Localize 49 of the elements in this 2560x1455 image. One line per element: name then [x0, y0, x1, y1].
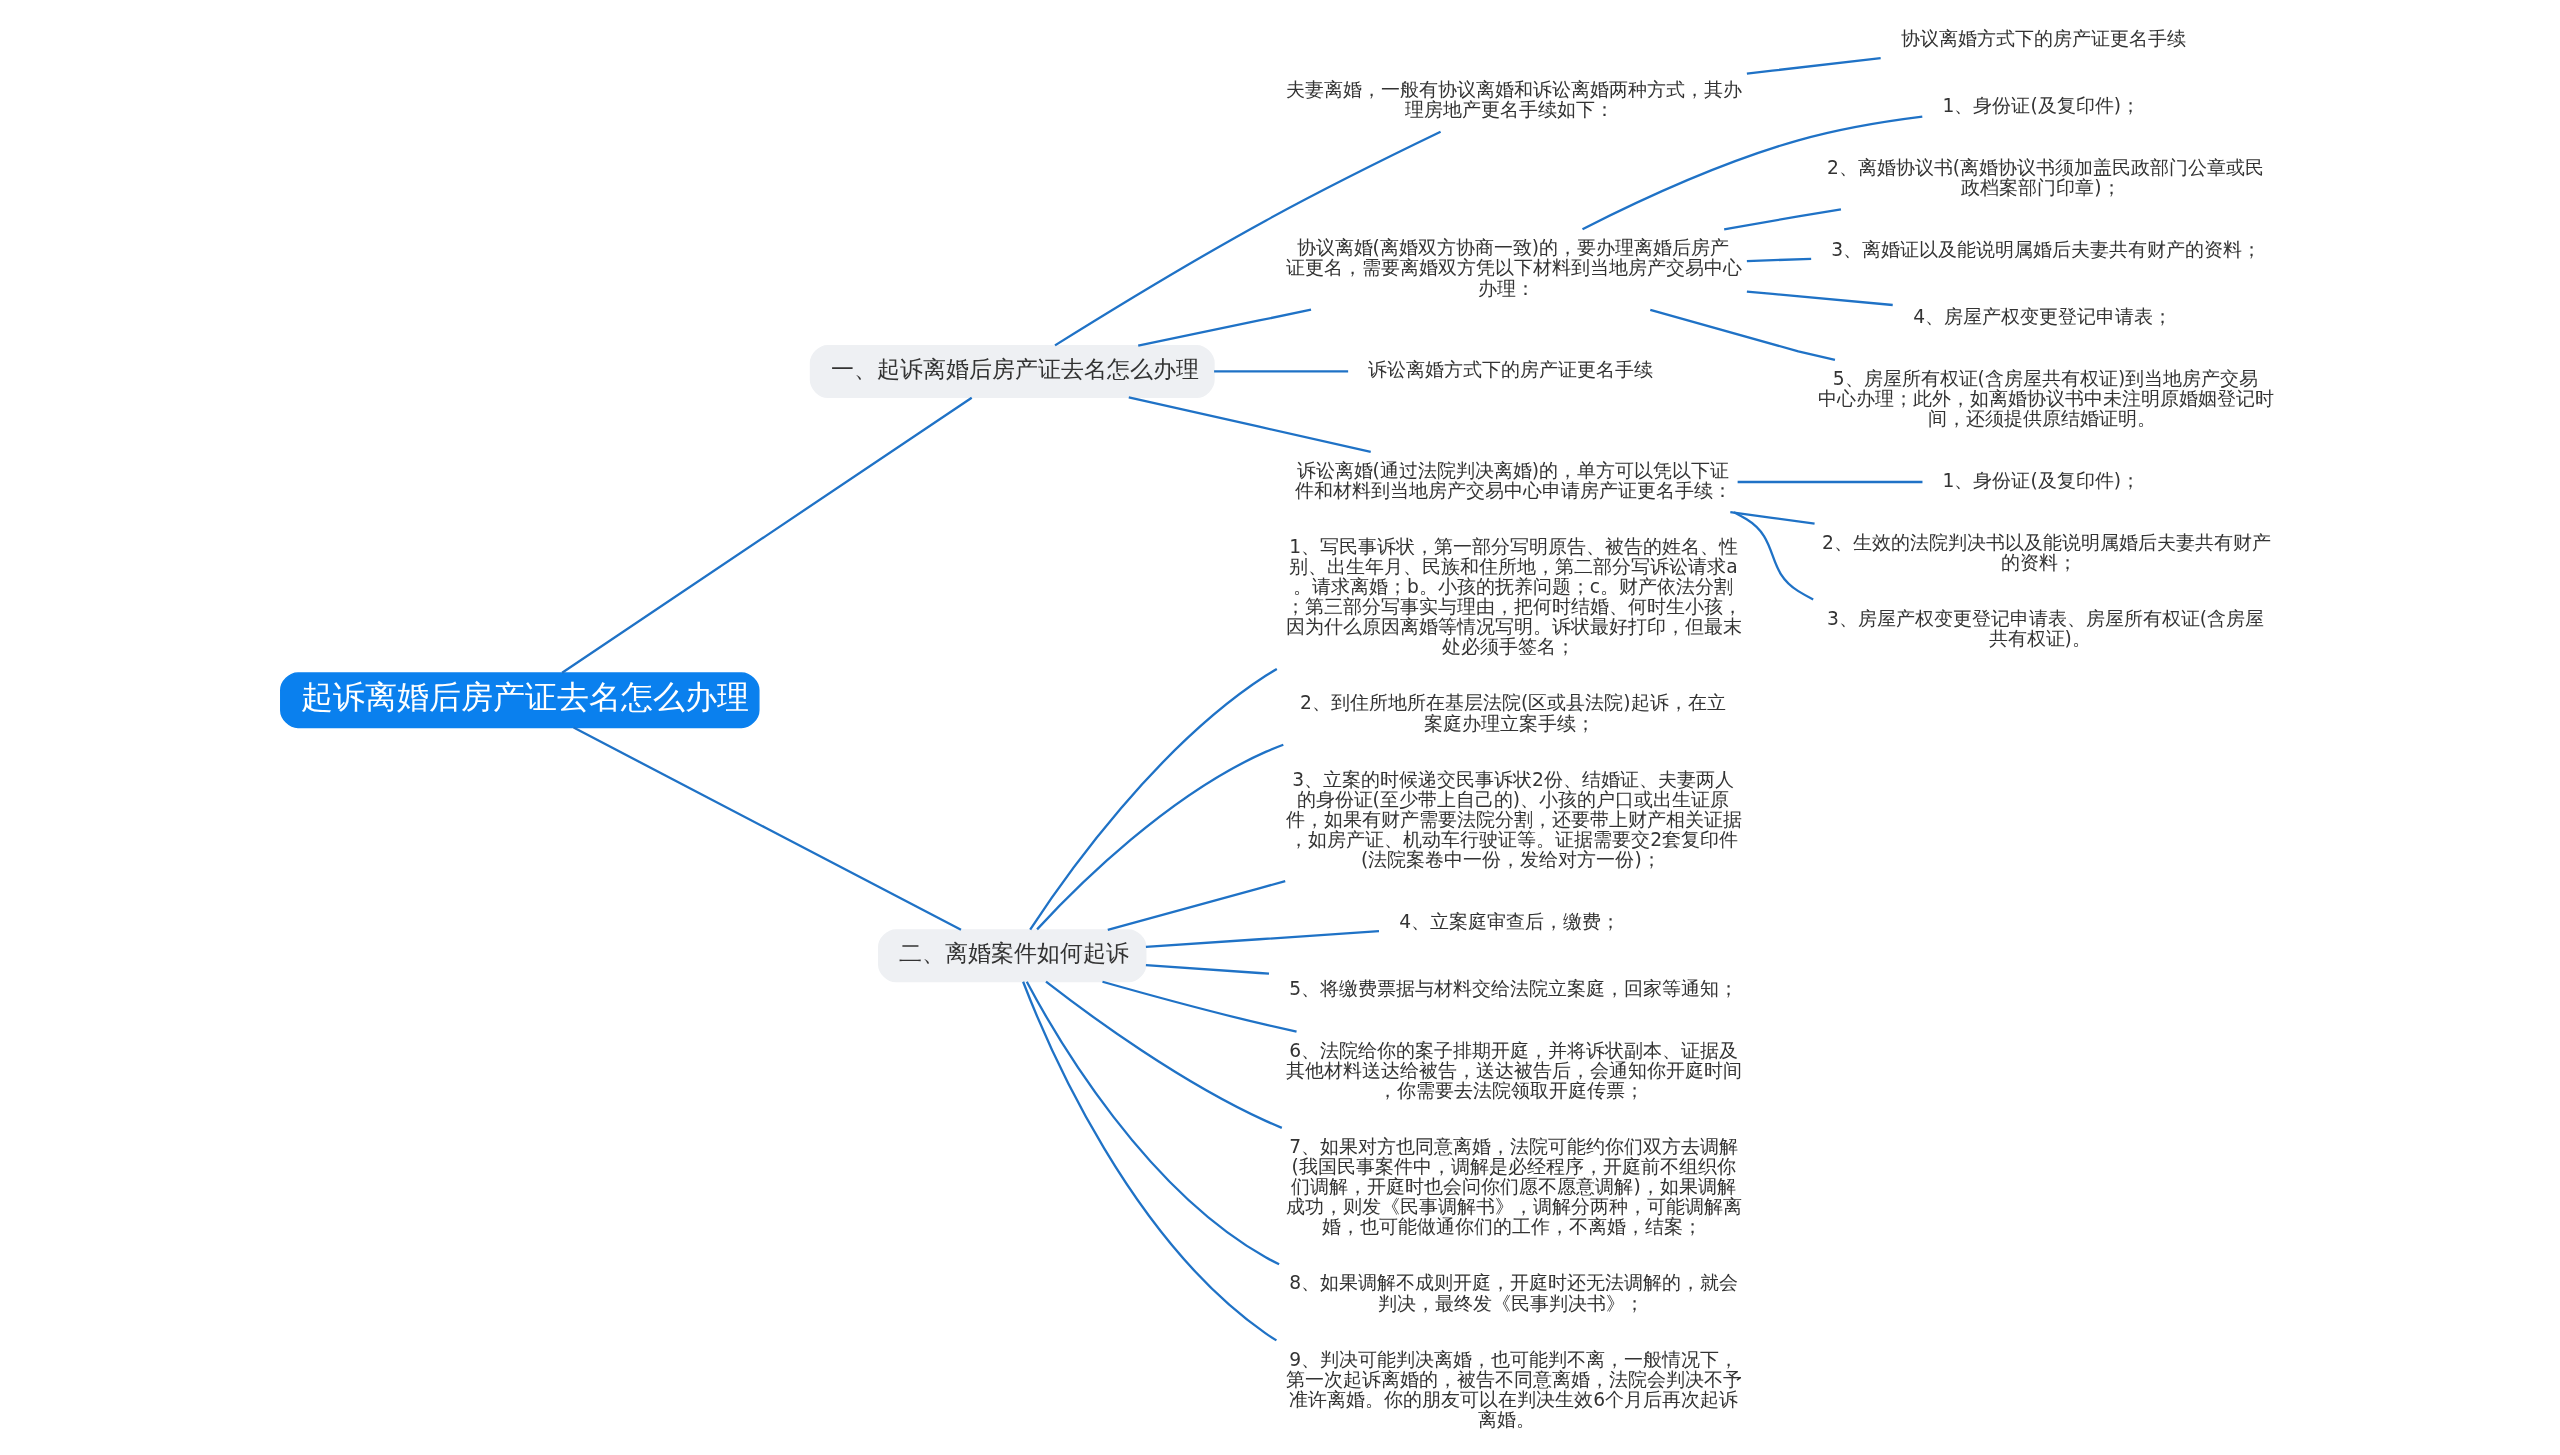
connector: [1036, 743, 1284, 931]
node-text: 6、法院给你的案子排期开庭，并将诉状副本、证据及其他材料送达给被告，送达被告后，会通知你开庭时间，你需要去法院领取开庭传票；: [1285, 1039, 1742, 1102]
node-box: 二、离婚案件如何起诉: [878, 929, 1147, 983]
node-text: 2、到住所地所在基层法院(区或县法院)起诉，在立案庭办理立案手续；: [1300, 692, 1726, 734]
node-text: 协议离婚方式下的房产证更名手续: [1900, 27, 2186, 49]
node-text: 3、房屋产权变更登记申请表、房屋所有权证(含房屋共有权证)。: [1827, 607, 2265, 649]
node-text: 夫妻离婚，一般有协议离婚和诉讼离婚两种方式，其办理房地产更名手续如下：: [1285, 79, 1742, 121]
connector: [1025, 981, 1280, 1266]
node-text: 2、生效的法院判决书以及能说明属婚后夫妻共有财产的资料；: [1821, 531, 2271, 573]
node-text: 1、身份证(及复印件)；: [1942, 469, 2141, 491]
node-text: 7、如果对方也同意离婚，法院可能约你们双方去调解(我国民事案件中，调解是必经程序，开庭前不组织你们调解，开庭时也会问你们愿不愿意调解)，如果调解成功，则发《民事调解书》，调解分两种，可能调解离婚，也可能做通你们的工作，不离婚，结案；: [1285, 1136, 1742, 1238]
connector: [1128, 396, 1371, 453]
node-text: 4、房屋产权变更登记申请表；: [1913, 306, 2173, 328]
connector: [1102, 980, 1297, 1033]
node-box: 起诉离婚后房产证去名怎么办理: [280, 672, 760, 729]
node-text: 4、立案庭审查后，缴费；: [1399, 910, 1621, 932]
connector: [1145, 930, 1380, 949]
connector: [573, 726, 962, 931]
node-text: 诉讼离婚(通过法院判决离婚)的，单方可以凭以下证件和材料到当地房产交易中心申请房产证更名手续：: [1295, 459, 1733, 501]
node-text: 1、身份证(及复印件)；: [1942, 95, 2141, 117]
node-box: 一、起诉离婚后房产证去名怎么办理: [809, 344, 1215, 398]
connector: [1737, 480, 1923, 484]
connector: [1723, 208, 1842, 231]
connector: [1649, 308, 1836, 362]
connector: [1029, 667, 1278, 931]
node-text: 8、如果调解不成则开庭，开庭时还无法调解的，就会判决，最终发《民事判决书》；: [1289, 1272, 1739, 1314]
node-text: 5、房屋所有权证(含房屋共有权证)到当地房产交易中心办理；此外，如离婚协议书中未注明原婚姻登记时间，还须提供原结婚证明。: [1818, 367, 2275, 430]
node-text: 协议离婚(离婚双方协商一致)的，要办理离婚后房产证更名，需要离婚双方凭以下材料到当地房产交易中心办理：: [1285, 237, 1742, 299]
connector: [1054, 130, 1442, 347]
connector: [1145, 963, 1270, 975]
connector: [1045, 980, 1283, 1129]
connector: [561, 396, 973, 674]
node-text: 1、写民事诉状，第一部分写明原告、被告的姓名、性别、出生年月、民族和住所地，第二部分写诉讼请求a。请求离婚；b。小孩的抚养问题；c。财产依法分割；第三部分写事实与理由，把何时结婚、何时生小孩，因为什么原因离婚等情况写明。诉状最好打印，但最末处必须手签名；: [1285, 535, 1742, 658]
connector: [1746, 56, 1881, 75]
connector: [1733, 511, 1814, 601]
connector: [1581, 115, 1923, 231]
node-text: 9、判决可能判决离婚，也可能判不离，一般情况下，第一次起诉离婚的，被告不同意离婚，法院会判决不予准许离婚。你的朋友可以在判决生效6个月后再次起诉离婚。: [1285, 1348, 1742, 1430]
connector: [1746, 257, 1812, 263]
connector: [1730, 511, 1815, 525]
node-text: 3、立案的时候递交民事诉状2份、结婚证、夫妻两人的身份证(至少带上自己的)、小孩的户口或出生证原件，如果有财产需要法院分割，还要带上财产相关证据，如房产证、机动车行驶证等。证据需要交2套复印件(法院案卷中一份，发给对方一份)；: [1285, 768, 1742, 870]
connector: [1107, 880, 1286, 932]
connector: [1746, 290, 1893, 307]
connector: [1137, 308, 1312, 347]
node-text: 2、离婚协议书(离婚协议书须加盖民政部门公章或民政档案部门印章)；: [1827, 156, 2265, 198]
node-text: 诉讼离婚方式下的房产证更名手续: [1368, 359, 1654, 381]
connector: [1214, 370, 1349, 373]
node-text: 3、离婚证以及能说明属婚后夫妻共有财产的资料；: [1831, 238, 2262, 260]
node-text: 5、将缴费票据与材料交给法院立案庭，回家等通知；: [1289, 978, 1739, 1000]
connector: [1022, 981, 1277, 1342]
